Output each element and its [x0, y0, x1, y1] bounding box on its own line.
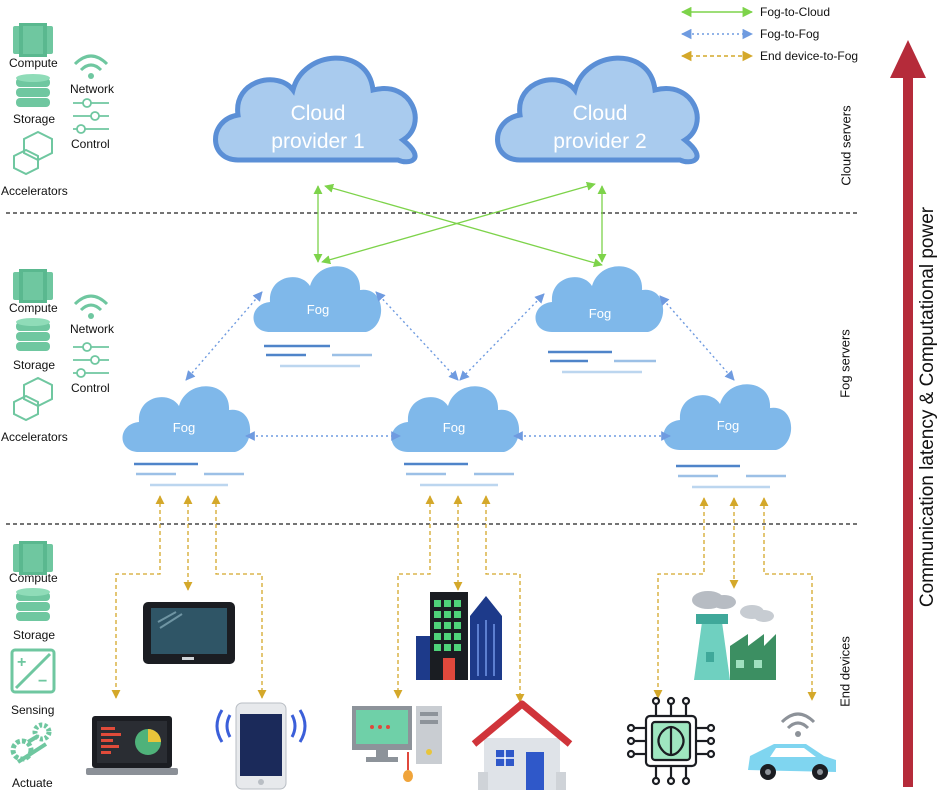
- cloud-accelerators-icon: [13, 130, 53, 176]
- cloud-storage-icon: [16, 74, 50, 107]
- legend-label-device-to-fog: End device-to-Fog: [760, 49, 859, 63]
- fog-label-lower-left: Fog: [172, 420, 196, 435]
- ai-chip-icon: [626, 696, 716, 786]
- fog-storage-icon: [16, 318, 50, 351]
- svg-text:+: +: [17, 654, 26, 671]
- smartphone-icon: [215, 702, 307, 790]
- fog-storage-label: Storage: [13, 358, 56, 372]
- fog-accelerators-label: Accelerators: [1, 430, 68, 444]
- cloud-accelerators-label: Accelerators: [1, 184, 68, 198]
- latency-power-arrow: [890, 40, 926, 787]
- factory-icon: [692, 591, 776, 680]
- fog-compute-icon: [13, 269, 53, 303]
- end-compute-icon: [13, 541, 53, 575]
- end-storage-icon: [16, 588, 50, 621]
- laptop-icon: [86, 716, 178, 775]
- fog-accelerators-icon: [13, 376, 53, 422]
- end-storage-label: Storage: [13, 628, 56, 642]
- cloud-compute-label: Compute: [9, 56, 58, 70]
- cloud-provider-1-label: Cloud provider 1: [271, 102, 365, 153]
- axis-label-latency-power: Communication latency & Computational po…: [917, 206, 938, 608]
- cloud-storage-label: Storage: [13, 112, 56, 126]
- cloud-network-icon: [73, 54, 109, 79]
- legend: [680, 6, 754, 62]
- device-to-fog-links: [111, 495, 817, 703]
- fog-mist-lines: [134, 344, 786, 489]
- connected-car-icon: [748, 712, 836, 780]
- end-actuate-label: Actuate: [12, 776, 53, 790]
- tablet-icon: [143, 602, 235, 664]
- fog-network-icon: [73, 294, 109, 319]
- fog-label-upper-left: Fog: [306, 302, 330, 317]
- legend-label-fog-to-cloud: Fog-to-Cloud: [760, 5, 831, 19]
- city-buildings-icon: [416, 592, 502, 680]
- fog-label-upper-right: Fog: [588, 306, 612, 321]
- fog-to-fog-links: [185, 291, 735, 441]
- cloud-provider-2-label: Cloud provider 2: [553, 102, 647, 153]
- tier-label-fog-servers: Fog servers: [837, 329, 853, 398]
- legend-label-fog-to-fog: Fog-to-Fog: [760, 27, 820, 41]
- cloud-control-label: Control: [71, 137, 110, 151]
- end-sensing-icon: +−: [10, 648, 56, 694]
- cloud-compute-icon: [13, 23, 53, 57]
- fog-control-icon: [73, 342, 109, 378]
- desktop-computer-icon: [352, 706, 442, 782]
- cloud-network-label: Network: [70, 82, 115, 96]
- svg-text:−: −: [38, 673, 47, 690]
- fog-network-label: Network: [70, 322, 115, 336]
- fog-label-lower-center: Fog: [442, 420, 466, 435]
- fog-label-lower-right: Fog: [716, 418, 740, 433]
- end-compute-label: Compute: [9, 571, 58, 585]
- fog-node-upper-right: [535, 266, 664, 332]
- end-actuate-icon: [10, 722, 52, 764]
- fog-node-upper-left: [253, 266, 382, 332]
- tier-label-cloud-servers: Cloud servers: [838, 105, 854, 186]
- cloud-control-icon: [73, 98, 109, 134]
- end-sensing-label: Sensing: [11, 703, 55, 717]
- tier-label-end-devices: End devices: [837, 636, 853, 707]
- fog-control-label: Control: [71, 381, 110, 395]
- house-icon: [471, 700, 573, 790]
- fog-compute-label: Compute: [9, 301, 58, 315]
- fog-to-cloud-links: [313, 181, 607, 268]
